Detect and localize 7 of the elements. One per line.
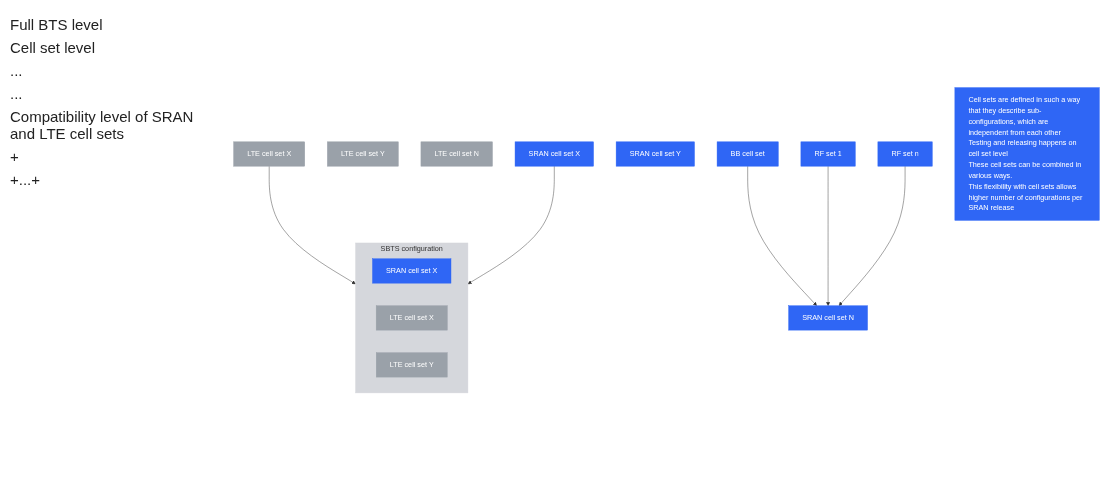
level-label: Full BTS level [10, 16, 104, 33]
level-label: ... [10, 85, 24, 102]
level-label: ... [10, 62, 24, 79]
level-label: + [10, 148, 20, 165]
level-label: Cell set level [10, 39, 97, 56]
level-label: +...+ [10, 171, 42, 188]
level-label: Compatibility level of SRAN and LTE cell sets [10, 108, 195, 142]
